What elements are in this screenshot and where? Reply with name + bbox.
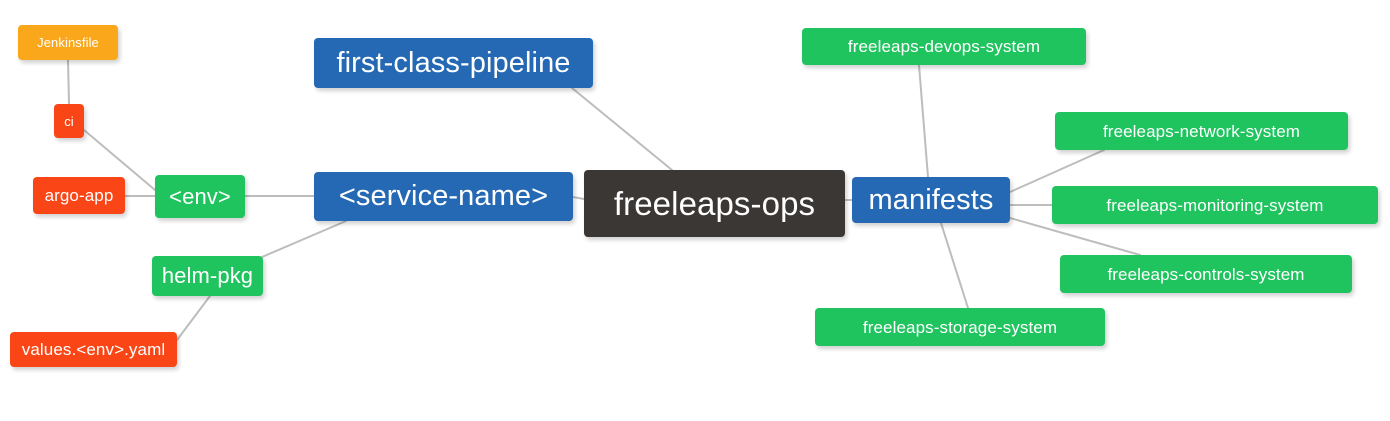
mindmap-node-freeleaps-monitoring-system[interactable]: freeleaps-monitoring-system — [1052, 186, 1378, 224]
edge-first-class-pipeline-to-freeleaps-ops — [571, 87, 673, 171]
mindmap-node-label: freeleaps-storage-system — [862, 317, 1058, 337]
mindmap-node-freeleaps-storage-system[interactable]: freeleaps-storage-system — [815, 308, 1105, 346]
mindmap-node-label: ci — [64, 113, 74, 129]
mindmap-node-first-class-pipeline[interactable]: first-class-pipeline — [314, 38, 593, 88]
mindmap-node-label: argo-app — [44, 186, 114, 205]
edge-service-name-to-freeleaps-ops — [572, 196, 585, 200]
mindmap-node-label: <service-name> — [338, 180, 549, 212]
edge-jenkinsfile-to-ci — [67, 59, 70, 105]
mindmap-node-ci[interactable]: ci — [54, 104, 84, 138]
mindmap-node-jenkinsfile[interactable]: Jenkinsfile — [18, 25, 118, 60]
mindmap-node-label: Jenkinsfile — [37, 35, 99, 50]
edge-helm-pkg-to-service-name — [254, 220, 347, 261]
mindmap-node-manifests[interactable]: manifests — [852, 177, 1010, 223]
mindmap-node-freeleaps-controls-system[interactable]: freeleaps-controls-system — [1060, 255, 1352, 293]
mindmap-node-label: freeleaps-network-system — [1102, 121, 1301, 141]
mindmap-node-label: freeleaps-devops-system — [847, 37, 1041, 56]
mindmap-node-label: helm-pkg — [161, 263, 254, 288]
mindmap-node-freeleaps-devops-system[interactable]: freeleaps-devops-system — [802, 28, 1086, 65]
mindmap-node-label: freeleaps-controls-system — [1107, 264, 1305, 284]
edge-manifests-to-freeleaps-storage-system — [940, 222, 969, 309]
mindmap-node-values-env-yaml[interactable]: values.<env>.yaml — [10, 332, 177, 367]
mindmap-node-helm-pkg[interactable]: helm-pkg — [152, 256, 263, 296]
edge-manifests-to-freeleaps-devops-system — [918, 64, 929, 178]
mindmap-node-label: first-class-pipeline — [336, 46, 571, 79]
mindmap-node-label: freeleaps-monitoring-system — [1106, 195, 1324, 215]
mindmap-node-service-name[interactable]: <service-name> — [314, 172, 573, 221]
mindmap-node-label: freeleaps-ops — [613, 185, 816, 222]
mindmap-node-freeleaps-network-system[interactable]: freeleaps-network-system — [1055, 112, 1348, 150]
mindmap-node-argo-app[interactable]: argo-app — [33, 177, 125, 214]
mindmap-node-label: <env> — [169, 183, 231, 209]
mindmap-node-label: manifests — [868, 183, 994, 216]
mindmap-node-env[interactable]: <env> — [155, 175, 245, 218]
mindmap-node-freeleaps-ops[interactable]: freeleaps-ops — [584, 170, 845, 237]
mindmap-node-label: values.<env>.yaml — [21, 340, 166, 359]
edge-values-env-yaml-to-helm-pkg — [176, 295, 211, 341]
